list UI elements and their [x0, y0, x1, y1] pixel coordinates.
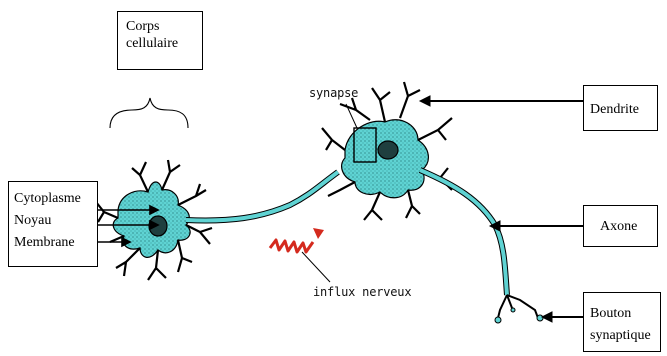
dendrite-label: Dendrite	[583, 85, 658, 131]
membrane-label: Membrane	[14, 232, 97, 254]
corps-label-line1: Corps	[126, 18, 202, 35]
dendrite-arrow	[420, 96, 583, 106]
right-neuron	[322, 82, 452, 220]
influx-nerveux-label: influx nerveux	[313, 285, 411, 299]
terminal-bouton-1	[495, 317, 501, 323]
axon-terminals	[498, 295, 538, 318]
corps-cellulaire-label: Corps cellulaire	[117, 11, 203, 70]
influx-pointer	[302, 252, 330, 282]
influx-wave	[270, 240, 313, 252]
terminal-bouton-2	[537, 315, 543, 321]
terminal-bouton-3	[511, 308, 515, 312]
bouton-line2: synaptique	[590, 325, 660, 347]
synapse-label: synapse	[309, 86, 358, 100]
axone-label: Axone	[583, 205, 658, 247]
dendrite-text: Dendrite	[590, 102, 639, 117]
bouton-synaptique-label: Bouton synaptique	[583, 292, 661, 352]
cell-parts-label-box: Cytoplasme Noyau Membrane	[8, 181, 98, 267]
corps-label-line2: cellulaire	[126, 35, 202, 52]
corps-bracket	[110, 98, 188, 128]
noyau-label: Noyau	[14, 210, 97, 232]
influx-arrowhead	[313, 228, 324, 239]
cytoplasme-label: Cytoplasme	[14, 188, 97, 210]
bouton-arrow	[542, 312, 583, 322]
right-axon	[420, 170, 507, 295]
axone-text: Axone	[600, 219, 637, 234]
right-nucleus	[378, 141, 398, 159]
bouton-line1: Bouton	[590, 303, 660, 325]
axone-arrow	[490, 221, 583, 231]
